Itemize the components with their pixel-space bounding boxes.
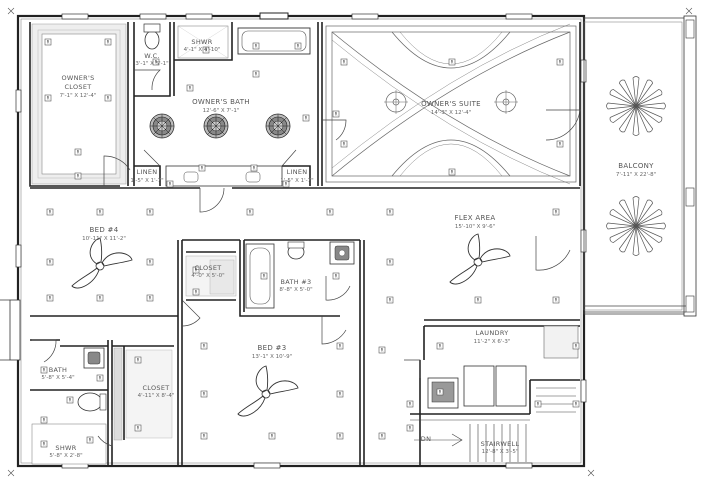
bath3-dim: 8'-8" X 5'-0" — [279, 287, 312, 293]
owners-suite-dim: 14'-3" X 12'-4" — [431, 110, 471, 116]
bed3-label: BED #3 — [258, 344, 287, 352]
wc-dim: 3'-1" X 5'-1" — [135, 61, 168, 67]
flex-area-dim: 15'-10" X 9'-6" — [455, 224, 495, 230]
linen-right-label: LINEN — [287, 168, 308, 176]
closet-bed3-dim: 4'-11" X 8'-4" — [138, 393, 175, 399]
closet-small-dim: 4'-0" X 5'-0" — [191, 273, 224, 279]
balcony-structure — [583, 15, 697, 317]
stairwell-label: STAIRWELL — [481, 440, 520, 448]
owners-bath-fixtures — [143, 23, 311, 187]
stair-down-label: DN — [421, 435, 431, 443]
linen-left-label: LINEN — [137, 168, 158, 176]
closet-small-label: CLOSET — [194, 264, 221, 272]
bath3-fixtures — [245, 241, 355, 309]
stairwell-steps — [410, 387, 576, 462]
flex-area-label: FLEX AREA — [455, 214, 496, 222]
shower-master-label: SHWR — [191, 38, 212, 46]
left-bath-fixtures — [31, 347, 107, 465]
balcony-decor-bottom — [606, 196, 666, 256]
exterior-walls — [0, 12, 587, 469]
shower-left-dim: 5'-8" X 2'-8" — [49, 453, 82, 459]
balcony-label: BALCONY — [618, 162, 654, 170]
ceiling-fan-bed3 — [237, 365, 299, 417]
vanity-master — [165, 165, 283, 187]
linen-left-dim: 1'-5" X 1'-7" — [130, 178, 163, 184]
shower-master-dim: 4'-1" X 4'-10" — [184, 47, 221, 53]
bath3-label: BATH #3 — [280, 278, 311, 286]
laundry-label: LAUNDRY — [475, 329, 508, 337]
owners-closet-dim: 7'-1" X 12'-4" — [60, 93, 97, 99]
stairwell-dim: 12'-8" X 3'-5" — [482, 449, 519, 455]
balcony-decor-top — [606, 76, 666, 136]
closet-bed3-label: CLOSET — [142, 384, 169, 392]
owners-bath-label: OWNER'S BATH — [192, 98, 250, 106]
suite-ceiling-pattern — [325, 23, 577, 185]
door-swings — [32, 69, 581, 447]
bath-left-label: BATH — [49, 366, 67, 374]
ceiling-fan-flex — [449, 233, 511, 285]
owners-closet-label-line2: CLOSET — [64, 83, 91, 91]
bed4-dim: 10'-11" X 11'-2" — [82, 236, 126, 242]
toilet-left-bath — [77, 392, 103, 412]
owners-suite-label: OWNER'S SUITE — [421, 100, 481, 108]
room-labels: OWNER'S CLOSET 7'-1" X 12'-4" W.C. 3'-1"… — [41, 38, 656, 459]
owners-closet-label: OWNER'S — [61, 74, 94, 82]
balcony-dim: 7'-11" X 22'-8" — [616, 172, 656, 178]
wc-label: W.C. — [144, 52, 160, 60]
owners-bath-dim: 12'-6" X 7'-1" — [203, 108, 240, 114]
bath-left-dim: 5'-8" X 5'-4" — [41, 375, 74, 381]
ceiling-fan-bed4 — [71, 237, 133, 289]
laundry-dim: 11'-2" X 6'-3" — [474, 339, 511, 345]
bed3-dim: 13'-1" X 10'-9" — [252, 354, 292, 360]
toilet-master — [144, 30, 160, 50]
shower-left-label: SHWR — [55, 444, 76, 452]
linen-right-dim: 1'-5" X 1'-7" — [280, 178, 313, 184]
bed4-label: BED #4 — [90, 226, 119, 234]
